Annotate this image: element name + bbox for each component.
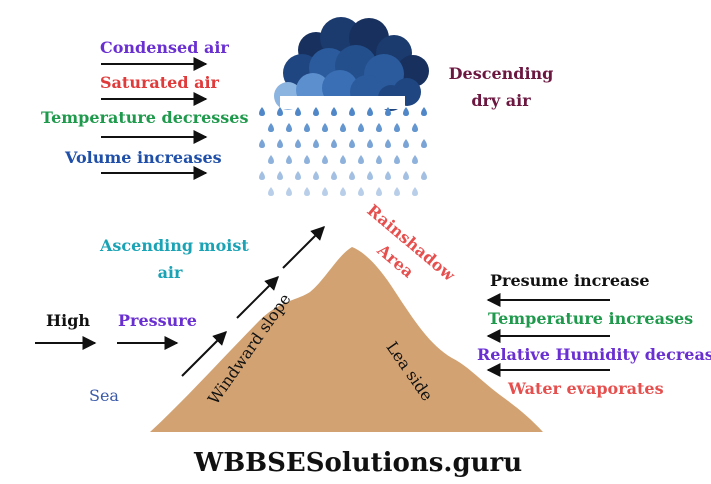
- raindrop: [295, 171, 301, 180]
- raindrop: [403, 171, 409, 180]
- label-relative-humidity: Relative Humidity decreasses: [477, 345, 711, 364]
- raindrop: [349, 139, 355, 148]
- raindrop: [367, 171, 373, 180]
- raindrop: [259, 139, 265, 148]
- label-condensed-air: Condensed air: [100, 38, 229, 57]
- label-presume-increase: Presume increase: [490, 271, 650, 290]
- label-descending-2: dry air: [471, 91, 531, 110]
- raindrop: [358, 123, 364, 132]
- raindrop: [349, 171, 355, 180]
- raindrop: [331, 171, 337, 180]
- label-ascending-1: Ascending moist: [100, 236, 249, 255]
- label-sea: Sea: [89, 386, 119, 405]
- raindrop: [421, 107, 427, 116]
- raindrop: [340, 155, 346, 164]
- label-ascending-2: air: [157, 263, 183, 282]
- raindrop: [304, 123, 310, 132]
- raindrop: [412, 155, 418, 164]
- raindrop: [313, 171, 319, 180]
- raindrop: [340, 187, 346, 196]
- raindrop: [367, 107, 373, 116]
- raindrop: [385, 171, 391, 180]
- raindrop: [268, 123, 274, 132]
- raindrop: [403, 107, 409, 116]
- arrow-ascend-3: [282, 226, 325, 269]
- raindrop: [304, 155, 310, 164]
- label-temperature-increases: Temperature increases: [488, 309, 694, 328]
- arrow-ascend-2: [236, 276, 279, 319]
- raindrop: [385, 107, 391, 116]
- raindrop: [394, 123, 400, 132]
- raindrop: [331, 107, 337, 116]
- raindrop: [421, 139, 427, 148]
- raindrop: [376, 187, 382, 196]
- raindrop: [259, 171, 265, 180]
- raindrop: [286, 187, 292, 196]
- raindrop: [295, 139, 301, 148]
- raindrop: [349, 107, 355, 116]
- label-temperature-decreases: Temperature decresses: [41, 108, 249, 127]
- mountain-shape: [150, 247, 543, 432]
- raindrop: [268, 155, 274, 164]
- raindrop: [259, 107, 265, 116]
- raindrop: [358, 187, 364, 196]
- cloud-icon: [274, 17, 429, 111]
- raindrop: [322, 123, 328, 132]
- watermark-text: WBBSESolutions.guru: [194, 448, 523, 478]
- raindrop: [331, 139, 337, 148]
- raindrop: [313, 107, 319, 116]
- raindrop: [295, 107, 301, 116]
- raindrop: [376, 123, 382, 132]
- arrow-ascend-1: [181, 331, 227, 377]
- raindrop: [277, 107, 283, 116]
- raindrop: [277, 139, 283, 148]
- rain-icon: [259, 107, 427, 196]
- raindrop: [340, 123, 346, 132]
- raindrop: [412, 187, 418, 196]
- raindrop: [286, 123, 292, 132]
- raindrop: [385, 139, 391, 148]
- label-high: High: [46, 311, 91, 330]
- raindrop: [394, 155, 400, 164]
- raindrop: [358, 155, 364, 164]
- raindrop: [268, 187, 274, 196]
- raindrop: [367, 139, 373, 148]
- raindrop: [277, 171, 283, 180]
- raindrop: [421, 171, 427, 180]
- label-volume-increases: Volume increases: [65, 148, 222, 167]
- raindrop: [304, 187, 310, 196]
- label-saturated-air: Saturated air: [100, 73, 219, 92]
- label-pressure: Pressure: [118, 311, 197, 330]
- raindrop: [394, 187, 400, 196]
- raindrop: [412, 123, 418, 132]
- raindrop: [322, 187, 328, 196]
- raindrop: [313, 139, 319, 148]
- raindrop: [322, 155, 328, 164]
- raindrop: [403, 139, 409, 148]
- raindrop: [286, 155, 292, 164]
- raindrop: [376, 155, 382, 164]
- label-water-evaporates: Water evaporates: [508, 379, 664, 398]
- label-descending-1: Descending: [448, 64, 554, 83]
